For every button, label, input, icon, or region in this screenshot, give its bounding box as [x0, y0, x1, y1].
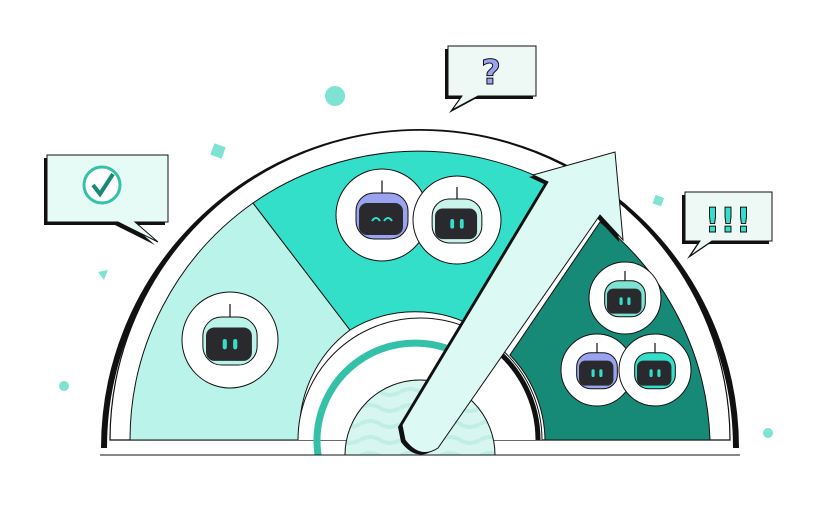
confetti-square: [210, 143, 226, 159]
robot-avatar: [618, 333, 692, 407]
inner-teal-arc: [313, 339, 472, 456]
question-speech-bubble: ?: [445, 45, 537, 113]
exclaim-speech-bubble: !!!: [682, 191, 773, 259]
confetti-dot: [59, 381, 69, 391]
confetti-dot: [763, 428, 773, 438]
confetti-triangle: [98, 270, 108, 280]
confetti-square: [652, 194, 665, 207]
check-speech-bubble: [44, 154, 169, 245]
checkmark-icon: [91, 172, 115, 198]
robot-avatar: [588, 261, 662, 335]
exclamation-marks: !!!: [705, 201, 752, 241]
robot-avatar: [335, 168, 429, 262]
confetti-dot: [325, 86, 345, 106]
gauge-arrow-needle: [398, 151, 624, 455]
robot-avatar: [412, 175, 502, 265]
robot-avatar: [560, 333, 634, 407]
question-mark: ?: [481, 53, 501, 93]
robot-avatar: [181, 291, 279, 389]
